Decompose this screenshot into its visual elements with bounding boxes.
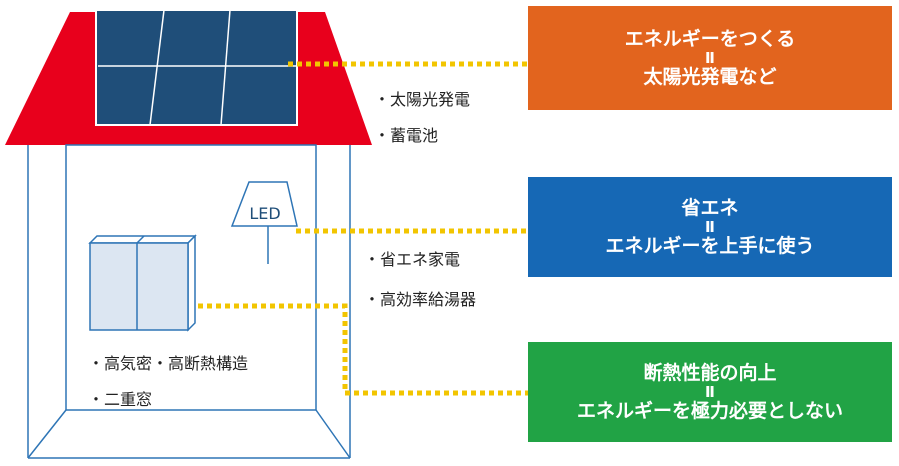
save-energy-equals: Ⅱ — [705, 218, 715, 236]
note-appliances: ・省エネ家電 — [364, 250, 461, 269]
save-energy-title: 省エネ — [681, 197, 739, 219]
led-label: LED — [249, 204, 280, 223]
save-energy-box: 省エネ Ⅱ エネルギーを上手に使う — [528, 177, 892, 277]
solar-panel — [95, 9, 298, 126]
house-walls — [27, 144, 351, 459]
note-double-window: ・二重窓 — [88, 390, 153, 409]
insulation-equals: Ⅱ — [705, 383, 715, 401]
create-energy-title: エネルギーをつくる — [624, 28, 796, 50]
connector-window — [198, 303, 528, 396]
create-energy-equals: Ⅱ — [705, 49, 715, 67]
connectors — [198, 61, 528, 396]
note-water-heater: ・高効率給湯器 — [364, 290, 477, 309]
insulation-example: エネルギーを極力必要としない — [576, 400, 843, 422]
note-battery: ・蓄電池 — [374, 126, 439, 145]
create-energy-box: エネルギーをつくる Ⅱ 太陽光発電など — [528, 6, 892, 110]
led-lamp: LED — [230, 181, 298, 264]
insulation-box: 断熱性能の向上 Ⅱ エネルギーを極力必要としない — [528, 342, 892, 442]
create-energy-example: 太陽光発電など — [643, 66, 777, 88]
insulation-title: 断熱性能の向上 — [643, 362, 777, 384]
note-insulation-structure: ・高気密・高断熱構造 — [88, 354, 249, 373]
note-solar: ・太陽光発電 — [374, 90, 471, 109]
save-energy-example: エネルギーを上手に使う — [605, 235, 815, 257]
double-window — [88, 234, 197, 332]
